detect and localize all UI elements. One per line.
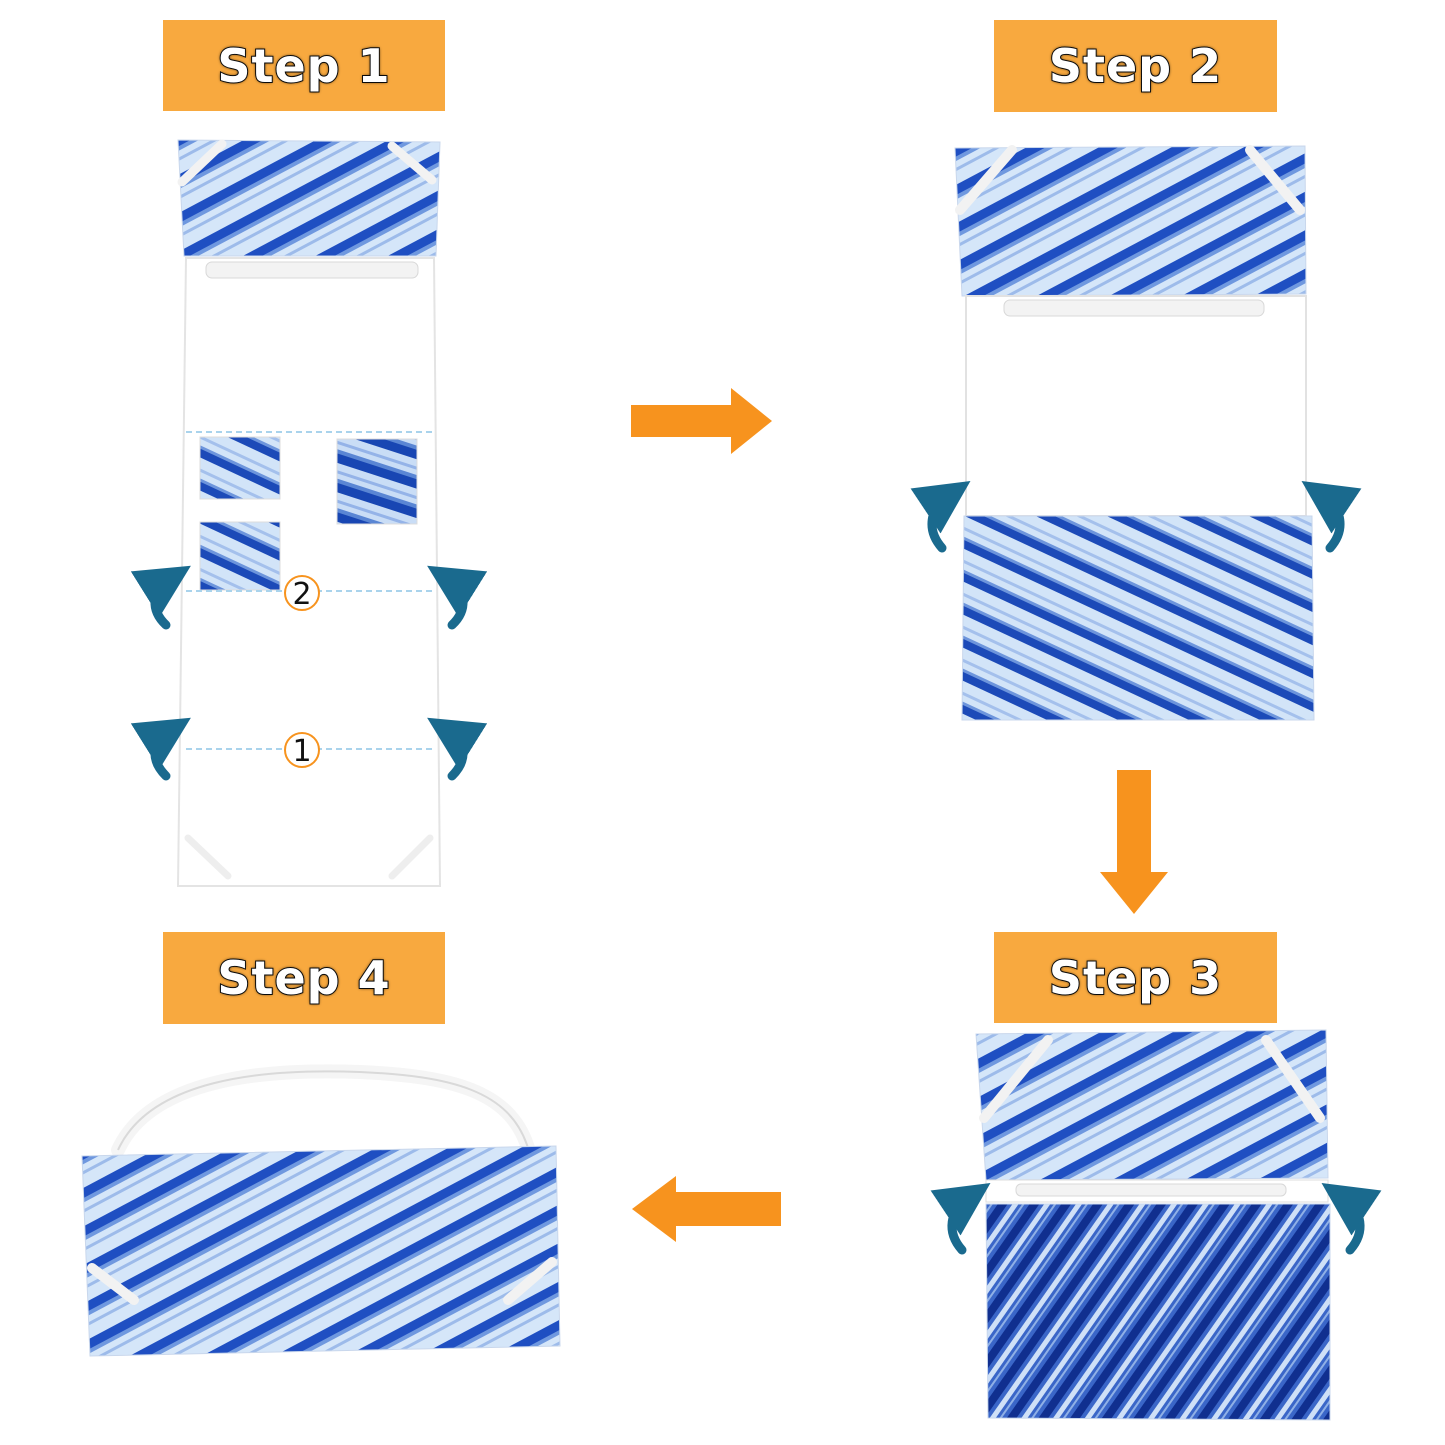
fold-arrow-icon <box>130 565 191 630</box>
step-4-label: Step 4 <box>163 932 445 1024</box>
step-4-text: Step 4 <box>216 950 391 1006</box>
fold-arrow-icon <box>1301 481 1362 553</box>
fold-marker-1: 1 <box>284 732 320 769</box>
step-1-label: Step 1 <box>163 20 445 111</box>
arrow-down-icon <box>1100 770 1168 914</box>
step-3-label: Step 3 <box>994 932 1277 1023</box>
step-3-towel <box>975 1029 1331 1421</box>
step-2-fold-arrows <box>910 481 1362 553</box>
fold-arrow-icon <box>130 717 191 781</box>
fold-arrow-icon <box>930 1183 991 1255</box>
step-2-label: Step 2 <box>994 20 1277 112</box>
arrow-right-icon <box>631 388 772 454</box>
step-2-towel <box>954 145 1315 721</box>
step-4-towel <box>81 1064 561 1357</box>
step-3-fold-arrows <box>930 1183 1382 1255</box>
step-1-text: Step 1 <box>216 38 391 94</box>
fold-marker-2: 2 <box>284 575 320 612</box>
step-3-text: Step 3 <box>1048 950 1223 1006</box>
step-1-fold-arrows <box>130 565 488 781</box>
step-1-towel <box>176 139 442 887</box>
fold-arrow-icon <box>427 565 488 630</box>
fold-arrow-icon <box>910 481 971 553</box>
step-2-text: Step 2 <box>1048 38 1223 94</box>
fold-arrow-icon <box>1321 1183 1382 1255</box>
fold-marker-1-text: 1 <box>292 734 311 769</box>
arrow-left-icon <box>632 1176 781 1242</box>
fold-marker-2-text: 2 <box>292 577 311 612</box>
fold-arrow-icon <box>427 717 488 781</box>
